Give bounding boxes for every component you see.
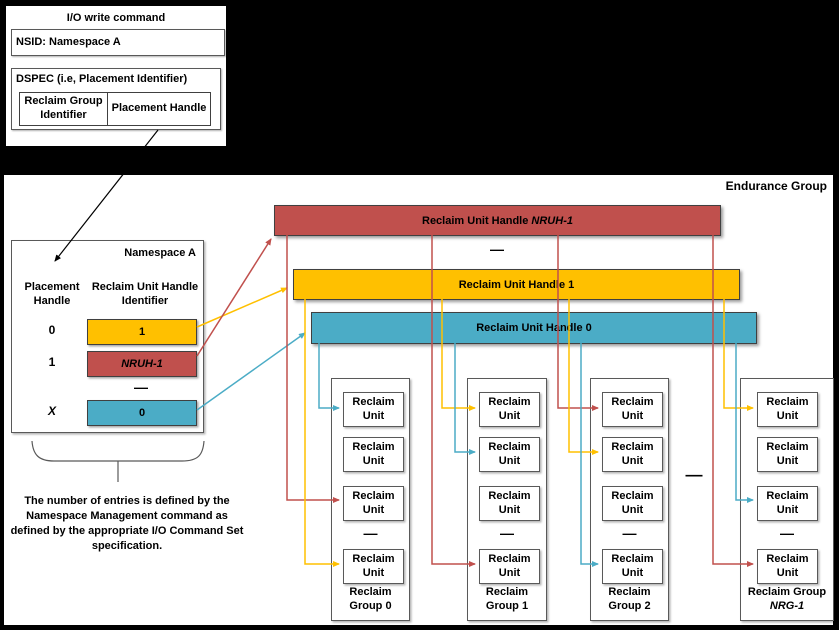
group-ellipsis: — (780, 525, 794, 541)
ruh-id-cell-red: NRUH-1 (87, 351, 197, 377)
placement-handle-row-label: X (47, 404, 56, 418)
ruh-bar-label: Reclaim Unit Handle (422, 214, 529, 227)
reclaim-unit-box: Reclaim Unit (343, 549, 404, 584)
placement-handle-row-label: 1 (48, 355, 56, 369)
ruh-bar-label: Reclaim Unit Handle (476, 322, 583, 334)
dspec-title: DSPEC (i.e, Placement Identifier) (16, 73, 188, 85)
reclaim-unit-box: Reclaim Unit (343, 437, 404, 472)
group-ellipsis: — (363, 525, 378, 541)
reclaim-unit-box: Reclaim Unit (757, 549, 818, 584)
ruh-id-cell-blue: 0 (87, 400, 197, 426)
ruh-bar-id: NRUH-1 (531, 214, 573, 227)
table-ellipsis: — (134, 379, 148, 395)
group-ellipsis: — (500, 525, 514, 541)
ruh-bar-nruh-1: Reclaim Unit Handle NRUH-1 (274, 205, 721, 236)
namespace-table: Namespace A Placement Handle Reclaim Uni… (11, 240, 204, 433)
namespace-title: Namespace A (124, 247, 196, 259)
placement-handle-cell: Placement Handle (111, 102, 207, 115)
reclaim-group-nrg-1-box: Reclaim Unit Reclaim Unit Reclaim Unit —… (740, 378, 834, 621)
reclaim-unit-box: Reclaim Unit (479, 392, 540, 427)
reclaim-group-2-box: Reclaim Unit Reclaim Unit Reclaim Unit —… (590, 378, 669, 621)
reclaim-group-identifier-cell: Reclaim Group Identifier (20, 93, 108, 125)
reclaim-group-label: Reclaim Group 0 (349, 586, 392, 612)
reclaim-unit-box: Reclaim Unit (602, 437, 663, 472)
group-ellipsis: — (622, 525, 637, 541)
ruh-bar-label: Reclaim Unit Handle (458, 278, 566, 291)
reclaim-unit-box: Reclaim Unit (343, 486, 404, 521)
ruh-id-cell-yellow: 1 (87, 319, 197, 345)
groups-ellipsis: — (685, 465, 703, 484)
nsid-field: NSID: Namespace A (11, 29, 225, 56)
reclaim-unit-box: Reclaim Unit (757, 437, 818, 472)
placement-handle-row-label: 0 (48, 323, 56, 337)
reclaim-group-label: Reclaim Group NRG-1 (747, 586, 827, 612)
note-text: The number of entries is defined by the … (10, 495, 244, 552)
bars-ellipsis: — (490, 241, 504, 257)
reclaim-group-0-box: Reclaim Unit Reclaim Unit Reclaim Unit —… (331, 378, 410, 621)
reclaim-unit-box: Reclaim Unit (479, 486, 540, 521)
placement-handle-header: Placement Handle (24, 281, 80, 307)
reclaim-unit-box: Reclaim Unit (479, 437, 540, 472)
reclaim-group-1-box: Reclaim Unit Reclaim Unit Reclaim Unit —… (467, 378, 547, 621)
ruh-bar-id: 0 (585, 322, 592, 334)
reclaim-group-id: NRG-1 (769, 599, 805, 612)
reclaim-unit-box: Reclaim Unit (757, 486, 818, 521)
reclaim-unit-box: Reclaim Unit (479, 549, 540, 584)
reclaim-group-label: Reclaim Group 1 (485, 586, 529, 612)
io-write-command-box: I/O write command NSID: Namespace A DSPE… (5, 5, 227, 147)
reclaim-unit-box: Reclaim Unit (602, 486, 663, 521)
dspec-fields: Reclaim Group Identifier Placement Handl… (19, 92, 211, 126)
reclaim-unit-box: Reclaim Unit (602, 549, 663, 584)
io-write-command-title: I/O write command (66, 12, 166, 24)
ruh-identifier-header: Reclaim Unit Handle Identifier (91, 281, 199, 307)
dspec-box: DSPEC (i.e, Placement Identifier) Reclai… (11, 68, 221, 130)
ruh-bar-0: Reclaim Unit Handle 0 (311, 312, 757, 344)
reclaim-unit-box: Reclaim Unit (343, 392, 404, 427)
reclaim-unit-box: Reclaim Unit (602, 392, 663, 427)
ruh-bar-id: 1 (568, 278, 575, 291)
ruh-bar-1: Reclaim Unit Handle 1 (293, 269, 740, 300)
reclaim-unit-box: Reclaim Unit (757, 392, 818, 427)
reclaim-group-label: Reclaim Group 2 (608, 586, 651, 612)
endurance-group-label: Endurance Group (725, 179, 827, 193)
